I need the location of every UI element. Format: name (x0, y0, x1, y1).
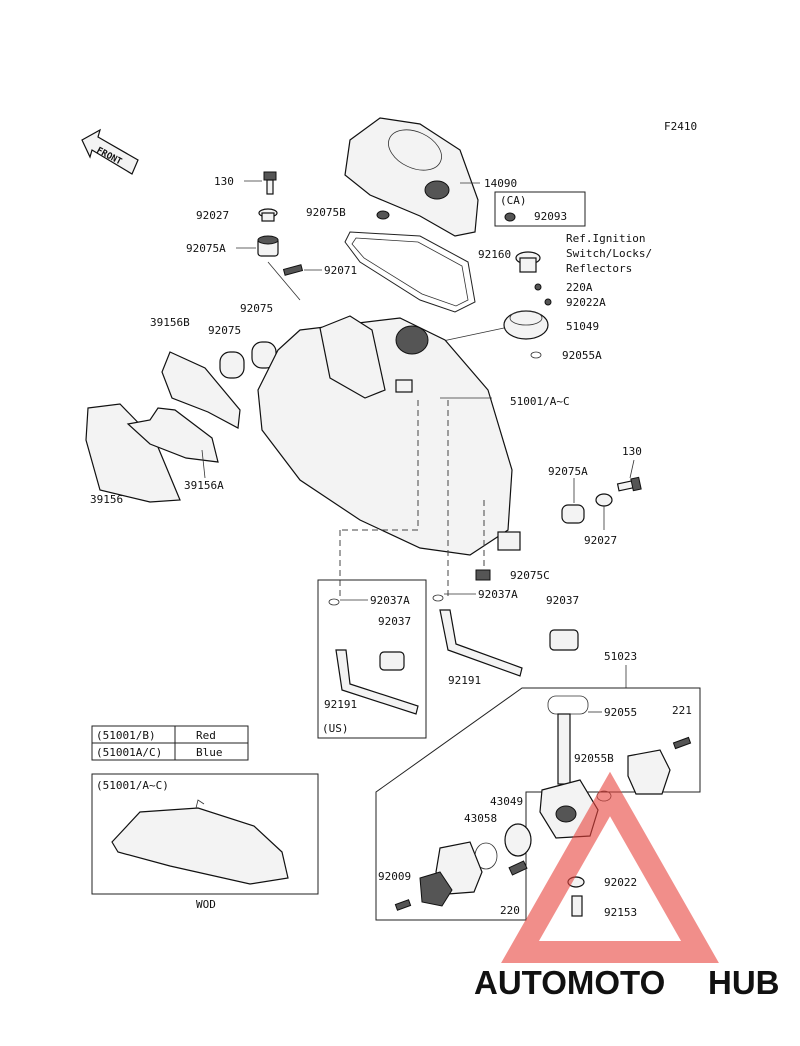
inset-label: (51001/A~C) (96, 779, 169, 792)
side-cover-39156B (161, 351, 241, 429)
color-table-color-1: Red (196, 729, 216, 742)
ca-label: (CA) (500, 194, 527, 207)
us-version-box (317, 579, 427, 739)
callout-43058: 43058 (464, 812, 497, 825)
color-table-color-2: Blue (196, 746, 223, 759)
callout-221: 221 (672, 704, 692, 717)
ignition-plug-icon (515, 251, 541, 273)
callout-92093: 92093 (534, 210, 567, 223)
screw-221-icon (672, 736, 692, 750)
callout-92191-left: 92191 (324, 698, 357, 711)
tank-variant-inset (91, 773, 319, 895)
collar-92027-right-icon (595, 493, 613, 507)
callout-39156A: 39156A (184, 479, 224, 492)
ref-note-line2: Switch/Locks/ (566, 247, 652, 260)
clamp-92071-icon (282, 264, 304, 276)
callout-130-right: 130 (622, 445, 642, 458)
inset-caption: WOD (196, 898, 216, 911)
callout-92075A-right: 92075A (548, 465, 588, 478)
callout-92055B: 92055B (574, 752, 614, 765)
callout-92037-left: 92037 (378, 615, 411, 628)
screw-92009-icon (394, 899, 412, 911)
color-table-code-2: (51001A/C) (96, 746, 162, 759)
clamp-92037-right-icon (549, 629, 579, 651)
side-cover-39156 (85, 403, 181, 503)
inset-tank-outline (111, 807, 289, 885)
us-label: (US) (322, 722, 349, 735)
hose-92191-right (439, 609, 523, 677)
bolt-130-icon (263, 171, 277, 195)
callout-220A: 220A (566, 281, 593, 294)
side-cover-39156A (126, 407, 219, 463)
callout-92071: 92071 (324, 264, 357, 277)
damper-92075A-right-icon (561, 504, 585, 524)
clip-92037A-left-icon (328, 598, 340, 606)
callout-92055: 92055 (604, 706, 637, 719)
callout-92075B: 92075B (306, 206, 346, 219)
fuel-cap-51049-icon (503, 310, 549, 340)
callout-92075A-top: 92075A (186, 242, 226, 255)
color-table-code-1: (51001/B) (96, 729, 156, 742)
cover-plate-icon (627, 749, 671, 795)
callout-92022: 92022 (604, 876, 637, 889)
lever-92009-icon (419, 871, 453, 907)
front-arrow-icon: FRONT (81, 128, 139, 175)
color-table: (51001/B) Red (51001A/C) Blue (91, 725, 249, 761)
diaphragm-43049-icon (504, 823, 532, 857)
callout-51023: 51023 (604, 650, 637, 663)
bolt-130-right-icon (616, 476, 642, 492)
callout-92075-a: 92075 (240, 302, 273, 315)
callout-92153: 92153 (604, 906, 637, 919)
damper-92075A-icon (257, 235, 279, 257)
damper-92075-icon (219, 341, 277, 379)
clip-92037A-right-icon (432, 594, 444, 602)
bolt-92153-icon (571, 895, 583, 917)
callout-43049: 43049 (490, 795, 523, 808)
watermark-triangle-icon (501, 771, 719, 963)
cover-43058-icon (435, 841, 483, 895)
callout-92037A-right: 92037A (478, 588, 518, 601)
o-ring-92055A-icon (530, 351, 542, 359)
callout-39156B: 39156B (150, 316, 190, 329)
callout-92055A: 92055A (562, 349, 602, 362)
callout-130-top: 130 (214, 175, 234, 188)
callout-92037-right: 92037 (546, 594, 579, 607)
watermark-text-2: HUB (708, 964, 780, 1001)
tank-cover-14090 (344, 117, 479, 237)
callout-39156: 39156 (90, 493, 123, 506)
fuel-tap-body-icon (539, 713, 599, 839)
callout-92009: 92009 (378, 870, 411, 883)
watermark-text-1: AUTOMOTO (474, 964, 665, 1001)
callout-92075-b: 92075 (208, 324, 241, 337)
callout-14090: 14090 (484, 177, 517, 190)
watermark-logo: AUTOMOTO HUB (474, 771, 780, 1001)
callout-92037A-left: 92037A (370, 594, 410, 607)
callout-92160: 92160 (478, 248, 511, 261)
fuel-tank-51001 (257, 317, 513, 556)
damper-92075B-icon (376, 210, 390, 220)
damper-92075C-icon (475, 569, 491, 581)
clamp-92037-left-icon (379, 651, 405, 671)
callout-51001: 51001/A~C (510, 395, 570, 408)
callout-92027-top: 92027 (196, 209, 229, 222)
ca-box (494, 191, 586, 227)
callout-92022A: 92022A (566, 296, 606, 309)
callout-92027-right: 92027 (584, 534, 617, 547)
callout-220: 220 (500, 904, 520, 917)
nut-92093-icon (504, 212, 516, 222)
hose-92191-left (335, 649, 419, 715)
fuel-tap-assembly-box (375, 687, 701, 921)
collar-92027-icon (258, 208, 278, 222)
ref-note-line3: Reflectors (566, 262, 632, 275)
callout-92191-right: 92191 (448, 674, 481, 687)
screw-220-icon (508, 860, 528, 876)
callout-51049: 51049 (566, 320, 599, 333)
gasket-92055-icon (547, 695, 589, 715)
figure-code: F2410 (664, 120, 697, 133)
gasket-92160 (344, 231, 476, 313)
callout-92075C: 92075C (510, 569, 550, 582)
ref-note-line1: Ref.Ignition (566, 232, 645, 245)
